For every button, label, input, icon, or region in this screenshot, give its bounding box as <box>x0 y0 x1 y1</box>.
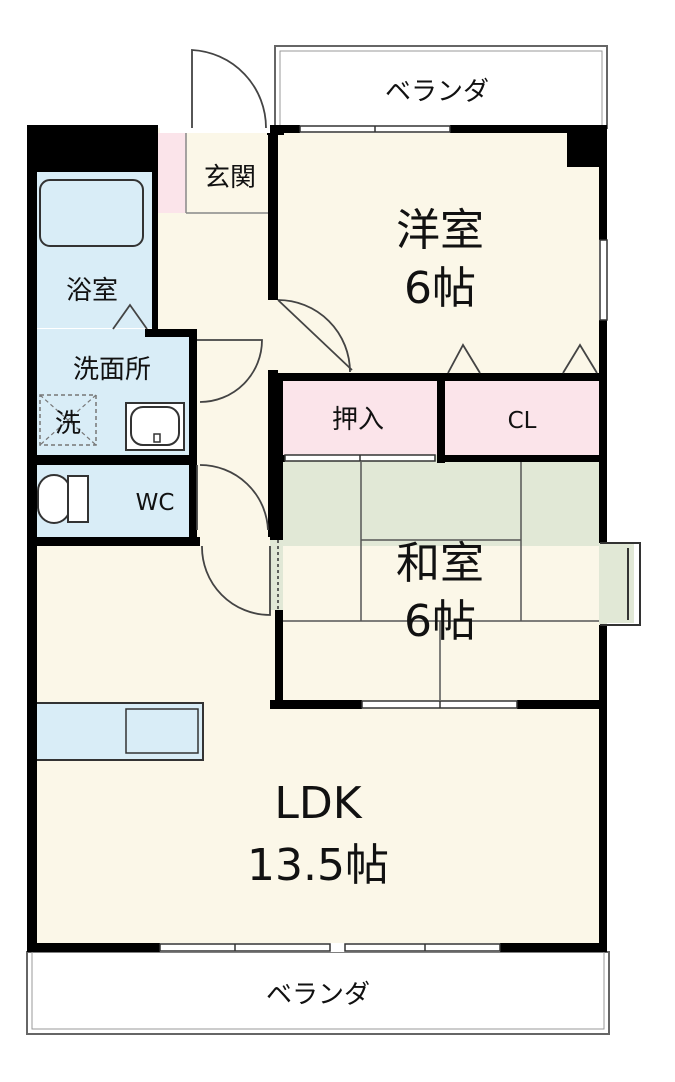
washroom-label: 洗面所 <box>73 355 151 385</box>
genkan-label: 玄関 <box>204 163 256 193</box>
ldk-name-label: LDK <box>274 778 362 829</box>
ldk-size-label: 13.5帖 <box>247 840 389 891</box>
wc-label: WC <box>136 490 175 516</box>
washitsu-name-label: 和室 <box>396 538 484 589</box>
oshiire-floor <box>282 381 437 457</box>
toilet <box>37 474 89 524</box>
closet-floor <box>445 377 599 457</box>
washer-space <box>39 394 97 446</box>
oshiire-label: 押入 <box>332 405 384 435</box>
veranda-bottom-area <box>26 951 610 1035</box>
bath-label: 浴室 <box>66 276 118 306</box>
veranda-top-label: ベランダ <box>385 77 489 107</box>
veranda-bottom-label: ベランダ <box>266 980 370 1010</box>
yoshitsu-size-label: 6帖 <box>404 263 476 314</box>
yoshitsu-name-label: 洋室 <box>396 205 484 256</box>
bathtub <box>39 179 144 247</box>
veranda-top-area <box>274 45 608 129</box>
yoshitsu-floor <box>275 130 600 375</box>
kitchen-counter <box>34 702 204 761</box>
washer-label: 洗 <box>55 409 81 439</box>
closet-label: CL <box>508 408 537 434</box>
genkan-floor <box>158 133 186 213</box>
washitsu-size-label: 6帖 <box>404 596 476 647</box>
